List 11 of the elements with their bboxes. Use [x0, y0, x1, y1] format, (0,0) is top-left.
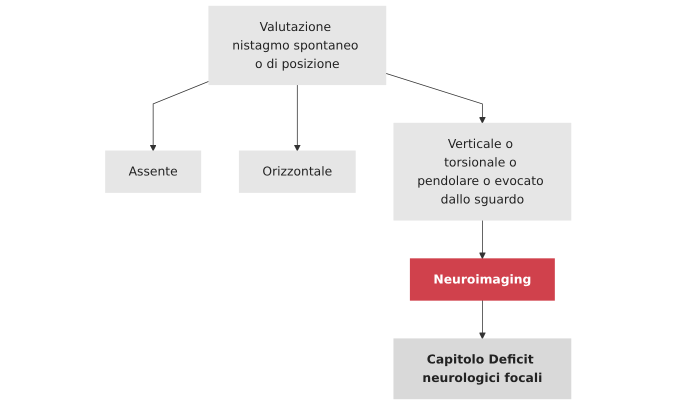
arrow: [479, 220, 486, 260]
arrow: [479, 300, 486, 340]
arrow: [294, 84, 301, 152]
node-box: Capitolo Deficit neurologici focali: [394, 338, 572, 400]
node-box: Verticale o torsionale o pendolare o evocato dallo sguardo: [394, 122, 572, 221]
node-box: Neuroimaging: [410, 258, 556, 301]
node-box: Assente: [105, 150, 202, 193]
node-box: Valutazione nistagmo spontaneo o di posizione: [208, 6, 387, 86]
arrow: [386, 73, 486, 124]
arrow: [150, 80, 210, 152]
node-box: Orizzontale: [239, 150, 356, 193]
